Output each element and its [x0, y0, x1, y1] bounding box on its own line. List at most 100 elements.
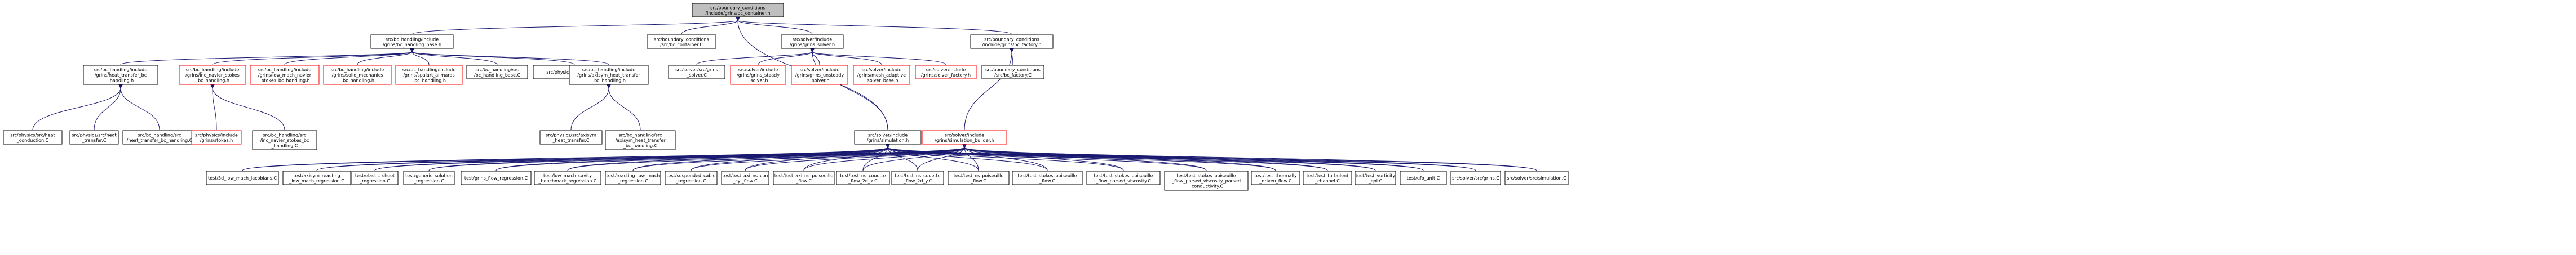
graph-node-grins-solver-C[interactable]: src/solver/src/grins_solver.C — [668, 65, 725, 79]
graph-node-t-ns-couette-2d-x[interactable]: test/test_ns_couette_flow_2d_x.C — [836, 171, 890, 185]
graph-node-t-axi-ns-con-cyl[interactable]: test/test_axi_ns_con_cyl_flow.C — [721, 171, 769, 185]
dependency-edge — [570, 88, 609, 131]
graph-node-stokes-h[interactable]: src/physics/include/grins/stokes.h — [191, 130, 242, 145]
dependency-edge — [812, 52, 882, 65]
graph-node-simulation-C[interactable]: src/solver/src/simulation.C — [1504, 171, 1569, 185]
node-label-line: test/test_turbulent — [1307, 173, 1348, 178]
graph-node-t-grins-flow[interactable]: test/grins_flow_regression.C — [461, 171, 532, 185]
graph-node-solid-mech-bc[interactable]: src/bc_handling/include/grins/solid_mech… — [323, 65, 392, 85]
node-label-line: _flow_parsed_viscosity.C — [1095, 178, 1151, 184]
node-label-line: /include/grins/bc_container.h — [705, 11, 770, 16]
node-label-line: _flow.C — [795, 178, 812, 184]
graph-node-t-turbulent-channel[interactable]: test/test_turbulent_channel.C — [1303, 171, 1352, 185]
graph-node-t-stokes-poiseuille[interactable]: test/test_stokes_poiseuille_flow.C — [1012, 171, 1083, 185]
graph-node-t-reacting-low-mach[interactable]: test/reacting_low_mach_regression.C — [605, 171, 661, 185]
node-label-line: test/test_stokes_poiseuille — [1017, 173, 1077, 178]
graph-node-inc-ns-bc[interactable]: src/bc_handling/include/grins/inc_navier… — [179, 65, 246, 85]
graph-node-grins-solver[interactable]: src/solver/include/grins/grins_solver.h — [781, 34, 844, 49]
graph-node-heat-transfer-C[interactable]: src/physics/src/heat_transfer.C — [69, 130, 119, 145]
graph-node-t-vorticity-qoi[interactable]: test/test_vorticity_qoi.C — [1355, 171, 1396, 185]
node-label-line: /grins/simulation_builder.h — [935, 138, 994, 143]
graph-node-t-ns-poiseuille[interactable]: test/test_ns_poiseuille_flow.C — [948, 171, 1010, 185]
dependency-edge — [917, 147, 964, 171]
graph-node-heat-transfer-bc-C[interactable]: src/bc_handling/src/heat_transfer_bc_han… — [122, 130, 197, 145]
node-label-line: test/test_thermally — [1254, 173, 1297, 178]
graph-node-t-low-mach-cavity[interactable]: test/low_mach_cavity_benchmark_regressio… — [534, 171, 601, 185]
graph-node-t-axi-ns-poiseuille[interactable]: test/test_axi_ns_poiseuille_flow.C — [773, 171, 835, 185]
node-label-line: _flow.C — [1039, 178, 1055, 184]
graph-node-t-suspended-cable[interactable]: test/suspended_cable_regression.C — [665, 171, 718, 185]
graph-node-t-3d-low-mach[interactable]: test/3d_low_mach_jacobians.C — [206, 171, 279, 185]
node-label-line: src/bc_handling/include — [386, 37, 439, 42]
dependency-edge — [964, 147, 1537, 171]
graph-node-grins-mesh-adaptive[interactable]: src/solver/include/grins/mesh_adaptive_s… — [853, 65, 910, 85]
graph-node-t-stokes-parsed-cond[interactable]: test/test_stokes_poiseuille_flow_parsed_… — [1164, 171, 1249, 191]
graph-node-grins-C[interactable]: src/solver/src/grins.C — [1450, 171, 1501, 185]
node-box — [981, 65, 1044, 79]
node-label-line: _qoi.C — [1368, 178, 1383, 184]
node-box — [773, 171, 835, 185]
graph-node-t-thermally-driven[interactable]: test/test_thermally_driven_flow.C — [1251, 171, 1300, 185]
graph-node-axisym-ht-C[interactable]: src/physics/src/axisym_heat_transfer.C — [539, 130, 603, 145]
graph-node-t-ns-couette-2d-y[interactable]: test/test_ns_couette_flow_2d_y.C — [891, 171, 944, 185]
graph-node-bc-handling-base[interactable]: src/bc_handling/include/grins/bc_handlin… — [370, 34, 454, 49]
node-label-line: _benchmark_regression.C — [538, 178, 597, 184]
node-box — [395, 65, 463, 85]
graph-node-axisym-ht-bc[interactable]: src/bc_handling/include/grins/axisym_hea… — [569, 65, 649, 85]
graph-node-grins-steady-solver[interactable]: src/solver/include/grins/grins_steady_so… — [730, 65, 786, 85]
dependency-edge — [745, 147, 888, 171]
node-box — [948, 171, 1010, 185]
node-box — [1086, 171, 1161, 185]
graph-node-grins-unsteady-solver[interactable]: src/solver/include/grins/grins_unsteady_… — [791, 65, 848, 85]
node-label-line: /grins/simulation.h — [867, 138, 909, 143]
node-label-line: /grins/inc_navier_stokes — [185, 73, 240, 78]
graph-node-spalart-bc[interactable]: src/bc_handling/include/grins/spalart_al… — [395, 65, 463, 85]
graph-node-sim-builder-h[interactable]: src/solver/include/grins/simulation_buil… — [922, 130, 1007, 145]
node-box — [721, 171, 769, 185]
node-label-line: _bc_handling.h — [411, 78, 446, 83]
graph-node-t-ufo-unit[interactable]: test/ufo_unit.C — [1400, 171, 1447, 185]
graph-node-t-elastic-sheet[interactable]: test/elastic_sheet_regression.C — [351, 171, 399, 185]
graph-node-t-stokes-parsed-visc[interactable]: test/test_stokes_poiseuille_flow_parsed_… — [1086, 171, 1161, 185]
dependency-edge — [964, 147, 1048, 171]
node-label-line: _handling.C — [271, 144, 298, 149]
node-label-line: _bc_handling.C — [623, 144, 658, 149]
dependency-edge — [964, 147, 1124, 171]
node-label-line: src/bc_handling/include — [186, 68, 239, 73]
dependency-edge — [212, 52, 412, 65]
graph-node-simulation-h[interactable]: src/solver/include/grins/simulation.h — [854, 130, 922, 145]
node-label-line: src/solver/include — [862, 68, 901, 73]
dependency-edge — [964, 147, 979, 171]
graph-node-bc-factory-C[interactable]: src/boundary_conditions/src/bc_factory.C — [981, 65, 1044, 79]
node-label-line: src/bc_handling/src — [476, 67, 519, 72]
node-label-line: test/elastic_sheet — [355, 173, 395, 178]
dependency-edge — [357, 52, 412, 65]
node-label-line: test/low_mach_cavity — [543, 173, 592, 178]
node-label-line: _conductivity.C — [1189, 184, 1224, 189]
node-label-line: src/boundary_conditions — [654, 37, 709, 42]
node-label-line: src/boundary_conditions — [710, 5, 765, 10]
graph-node-bc-handling-base-C[interactable]: src/bc_handling/src/bc_handling_base.C — [466, 65, 528, 79]
graph-node-axi-conduction-C[interactable]: src/physics/src/heat_conduction.C — [3, 130, 63, 145]
graph-node-axisym-ht-bc-C[interactable]: src/bc_handling/src/axisym_heat_transfer… — [605, 130, 676, 150]
graph-node-bc-factory-h[interactable]: src/boundary_conditions/include/grins/bc… — [970, 34, 1054, 49]
graph-node-bc-container-C[interactable]: src/boundary_conditions/src/bc_container… — [647, 34, 716, 49]
node-box — [252, 130, 317, 150]
dependency-edge — [888, 147, 1048, 171]
graph-node-solver-factory-h[interactable]: src/solver/include/grins/solver_factory.… — [915, 65, 977, 79]
node-label-line: /grins/mesh_adaptive — [857, 73, 906, 78]
node-box — [922, 130, 1007, 145]
dependency-edge — [691, 147, 888, 171]
node-label-line: src/solver/src/simulation.C — [1507, 176, 1566, 181]
graph-node-inc-ns-bc-C[interactable]: src/bc_handling/src/inc_navier_stokes_bc… — [252, 130, 317, 150]
node-box — [891, 171, 944, 185]
node-label-line: src/solver/src/grins.C — [1452, 176, 1499, 181]
graph-node-t-axisym-reacting[interactable]: test/axisym_reacting_low_mach_regression… — [282, 171, 351, 185]
graph-node-low-mach-ns-bc[interactable]: src/bc_handling/include/grins/low_mach_n… — [250, 65, 320, 85]
graph-node-t-generic-solution[interactable]: test/generic_solution_regression.C — [403, 171, 455, 185]
dependency-edge — [696, 52, 812, 65]
node-label-line: src/solver/src/grins — [675, 67, 718, 72]
node-label-line: src/physics/include — [195, 132, 238, 137]
node-box — [282, 171, 351, 185]
graph-node-heat-transfer-bc[interactable]: src/bc_handling/include/grins/heat_trans… — [83, 65, 158, 85]
